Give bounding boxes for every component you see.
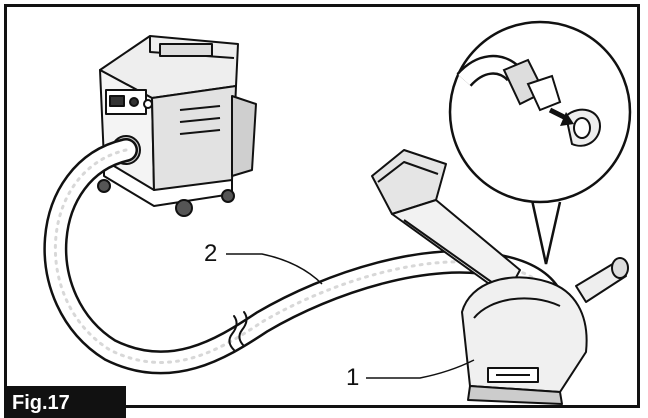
vacuum-cleaner-icon [97, 35, 257, 217]
callout-2: 2 [204, 240, 218, 267]
figure-label: Fig.17 [4, 386, 126, 418]
leader-line-1 [366, 359, 475, 379]
callout-1: 1 [346, 364, 360, 391]
leader-line-2 [226, 253, 323, 285]
callout-leaders [226, 253, 475, 379]
push-arrow-icon [548, 107, 574, 126]
cutter-tool-icon [371, 149, 629, 405]
magnifier-callout-icon [448, 20, 632, 265]
